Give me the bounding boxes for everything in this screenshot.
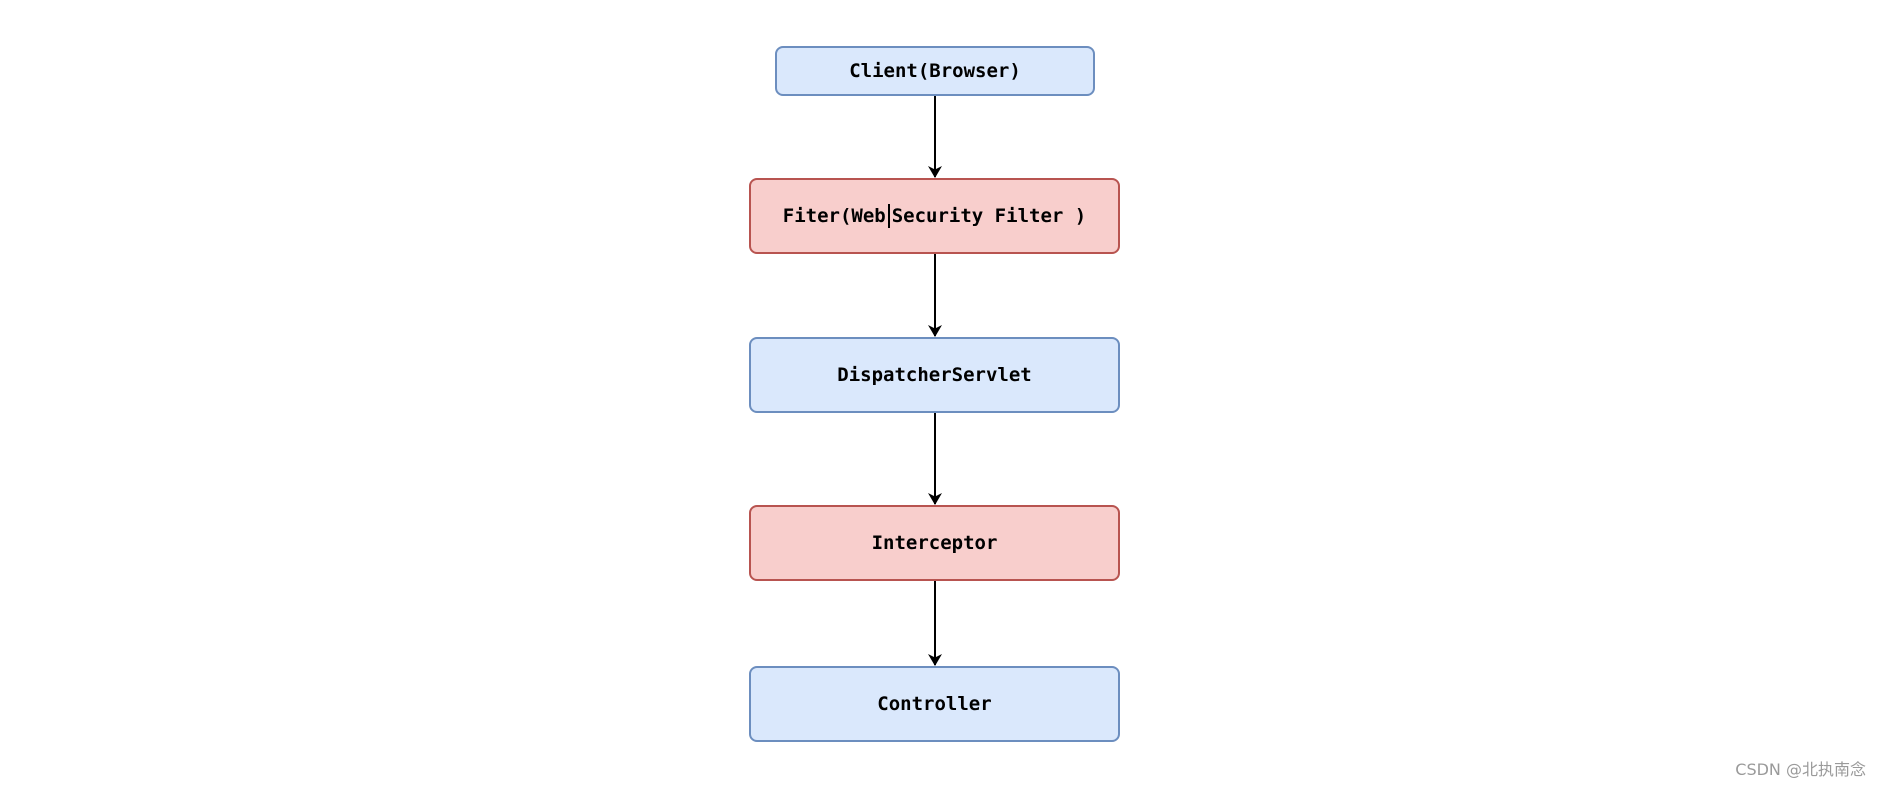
node-dispatcher-servlet[interactable]: DispatcherServlet [749,337,1120,413]
node-interceptor-label: Interceptor [871,532,998,554]
watermark-text: CSDN @北执南念 [1735,760,1866,779]
node-client-browser[interactable]: Client(Browser) [775,46,1095,96]
node-client-label: Client(Browser) [849,60,1021,82]
node-controller-label: Controller [877,693,992,715]
node-interceptor[interactable]: Interceptor [749,505,1120,581]
node-filter-label-part1: Fiter(Web [782,205,886,227]
node-filter-label-part2: Security Filter ) [891,205,1087,227]
node-dispatcher-label: DispatcherServlet [837,364,1032,386]
node-controller[interactable]: Controller [749,666,1120,742]
text-cursor-bar [887,204,890,228]
